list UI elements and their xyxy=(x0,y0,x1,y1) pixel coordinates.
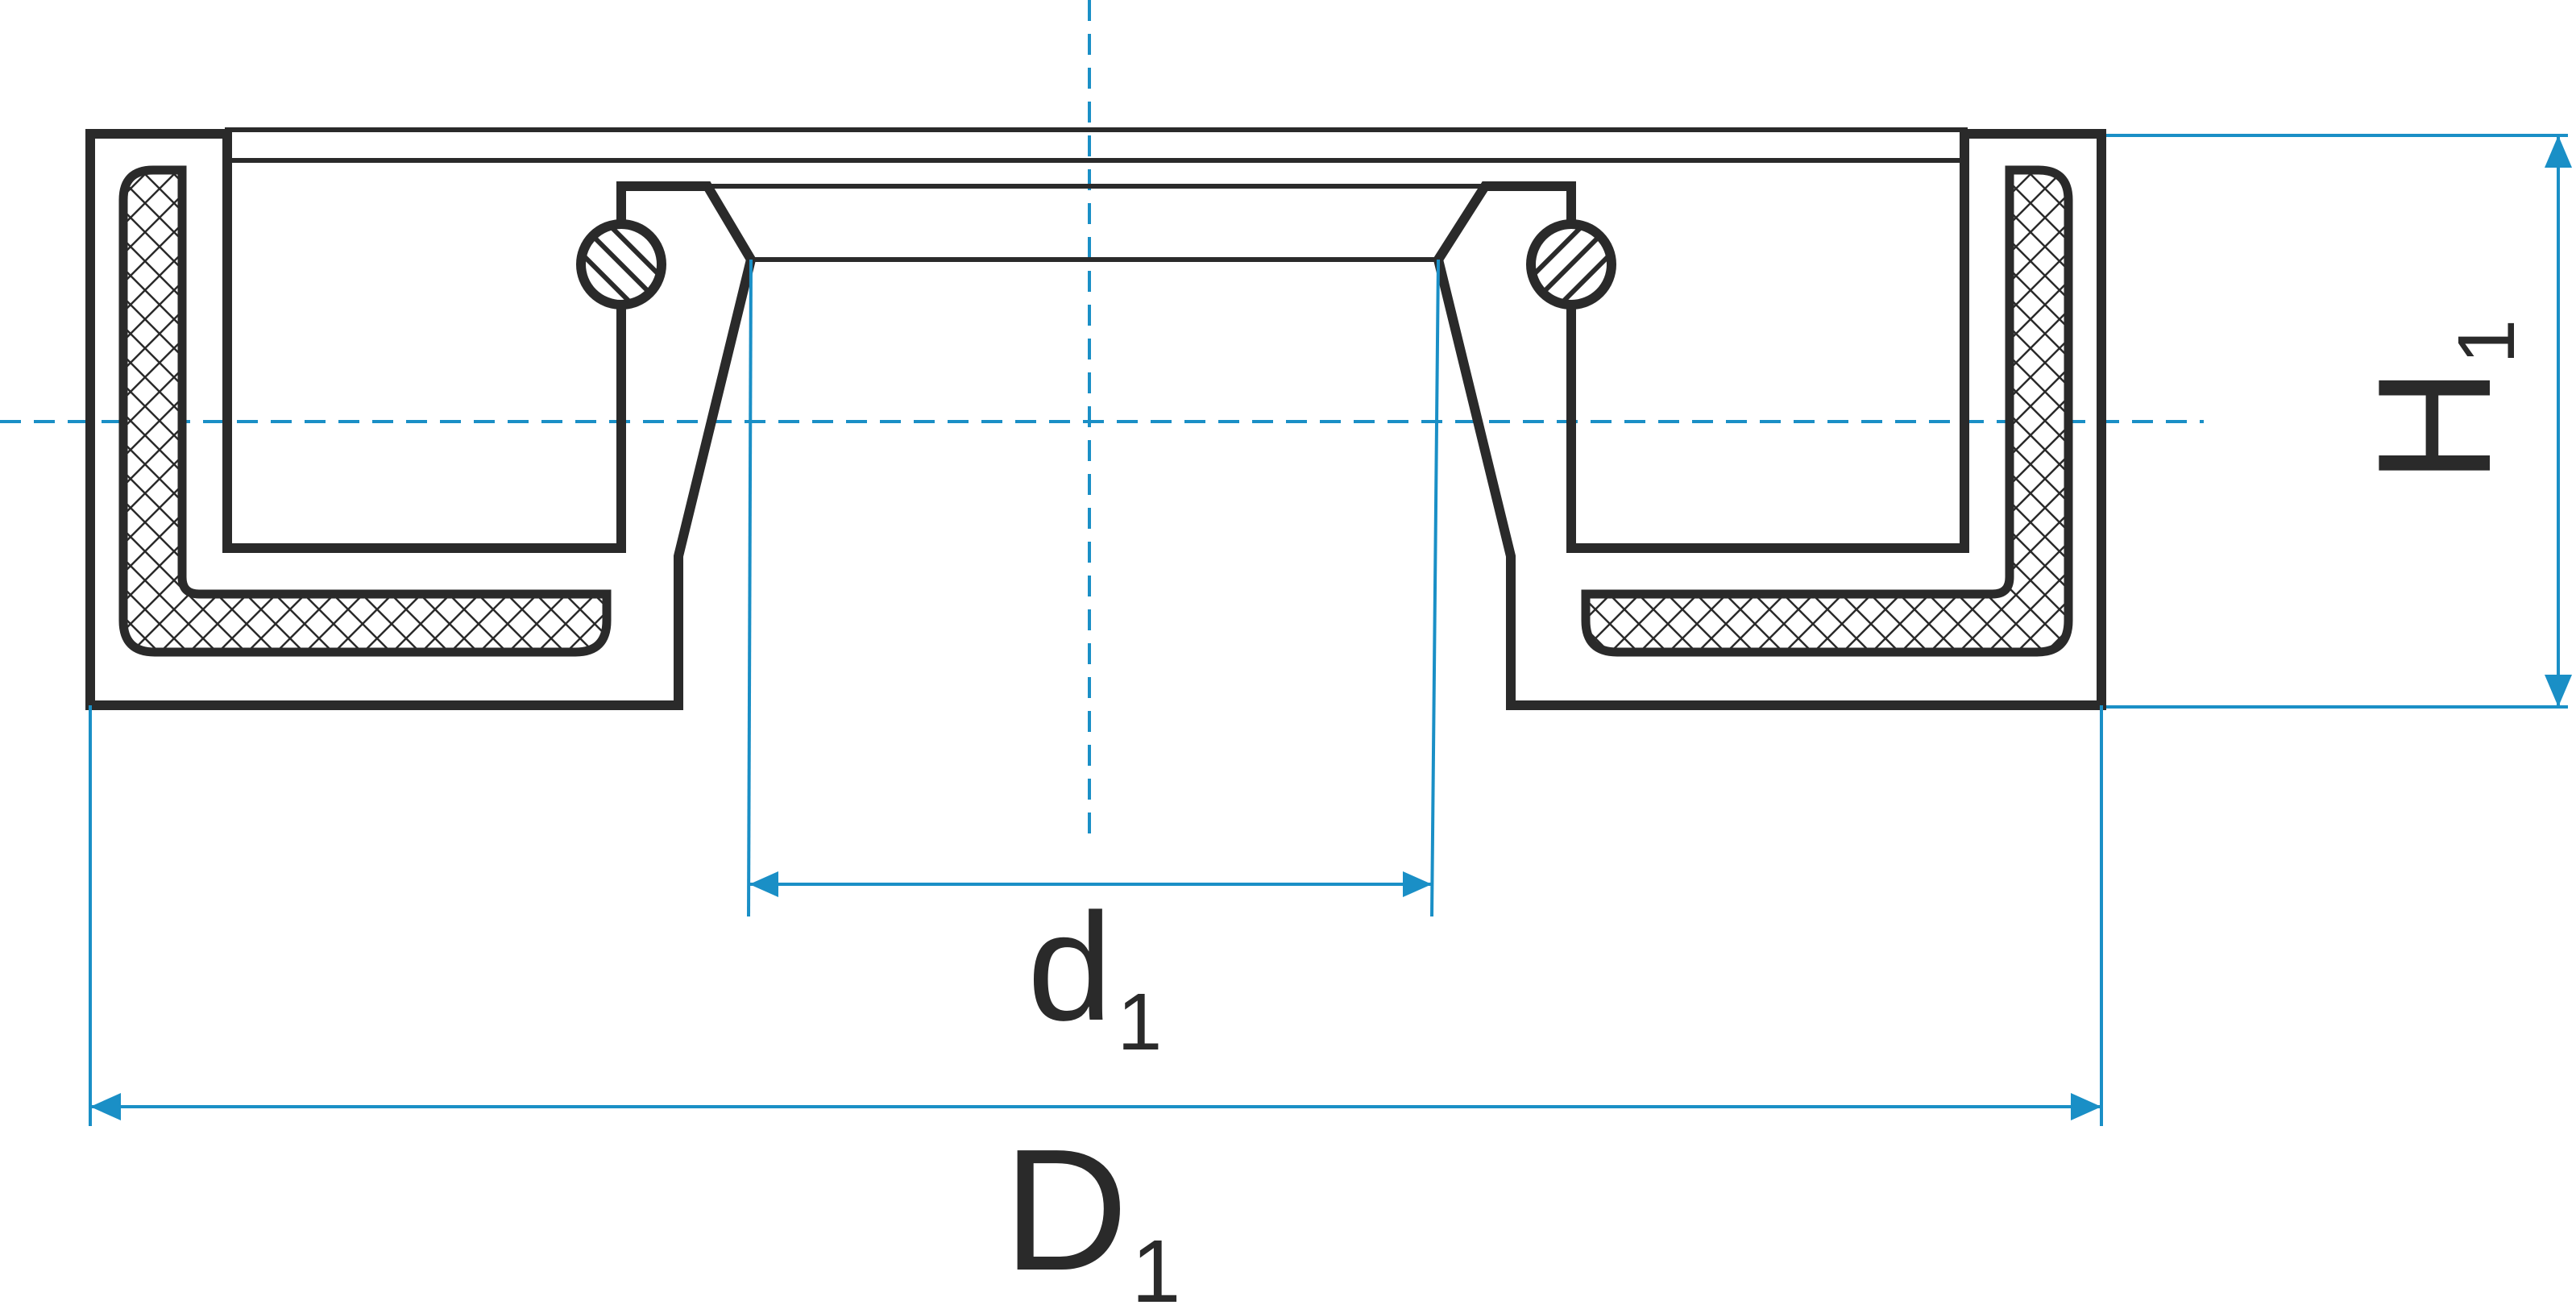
seal-left-half xyxy=(85,129,757,710)
sealing-lip-top xyxy=(707,184,1485,262)
right-metal-insert xyxy=(1581,165,2073,657)
right-lip-chamfer xyxy=(1436,185,1487,261)
label-H1: H1 xyxy=(2345,319,2532,484)
left-metal-insert xyxy=(118,165,612,657)
seal-right-half xyxy=(1433,129,2106,710)
label-D1: D1 xyxy=(1003,1112,1180,1305)
dimension-D1 xyxy=(89,705,2103,1126)
seal-case-top-band xyxy=(225,127,1968,163)
left-garter-spring xyxy=(576,219,666,310)
dimension-d1 xyxy=(747,259,1440,917)
dimension-H1 xyxy=(2106,134,2572,709)
left-lip-chamfer xyxy=(705,185,753,261)
label-d1: d1 xyxy=(1027,882,1162,1067)
right-garter-spring xyxy=(1526,219,1616,310)
